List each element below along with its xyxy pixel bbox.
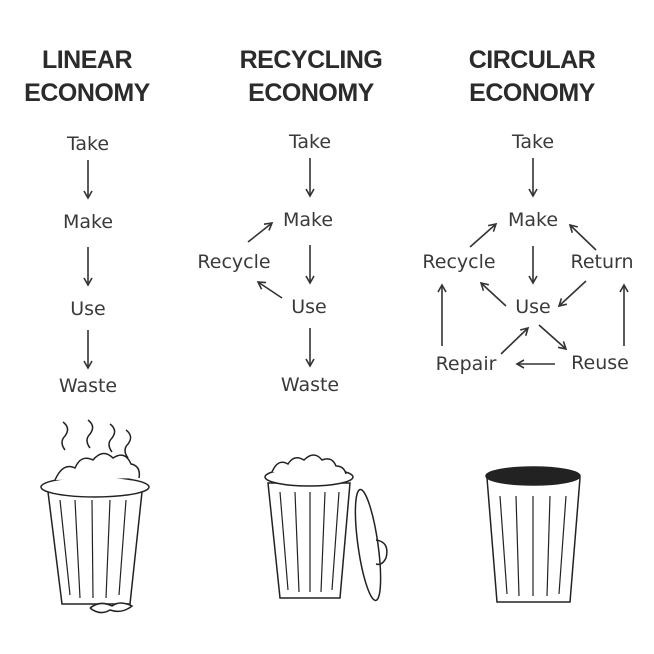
full-trash-can-icon [264,454,388,602]
arrow-return-use [557,280,587,308]
step-make: Make [62,211,114,233]
title-line: ECONOMY [24,79,150,107]
step-recycle: Recycle [197,251,271,273]
step-use: Use [515,296,551,318]
arrow-repair-use [500,326,530,355]
linear-economy-title: LINEAR ECONOMY [24,44,150,110]
step-make: Make [507,209,559,231]
overflowing-trash-can-icon [40,419,150,614]
step-waste: Waste [58,375,118,397]
step-use: Use [291,296,327,318]
step-return: Return [570,251,634,273]
empty-trash-can-icon [485,466,581,603]
step-use: Use [70,298,106,320]
title-line: RECYCLING [239,46,383,74]
arrow-use-recycle [479,281,507,307]
recycling-economy-title: RECYCLING ECONOMY [240,44,383,110]
step-reuse: Reuse [571,352,629,374]
step-make: Make [282,209,334,231]
step-repair: Repair [435,353,497,375]
step-recycle: Recycle [422,251,496,273]
step-take: Take [511,131,555,153]
step-take: Take [66,133,110,155]
step-waste: Waste [280,374,340,396]
circular-economy-title: CIRCULAR ECONOMY [469,44,596,110]
title-line: ECONOMY [248,79,374,107]
step-take: Take [288,131,332,153]
arrow-return-make [568,223,597,251]
title-line: CIRCULAR [468,46,596,74]
arrow-recycle-make [247,221,274,243]
title-line: ECONOMY [469,79,595,107]
title-line: LINEAR [41,46,133,74]
arrow-recycle-make [469,222,498,248]
arrow-use-reuse [538,324,568,351]
arrow-use-recycle [256,281,283,299]
